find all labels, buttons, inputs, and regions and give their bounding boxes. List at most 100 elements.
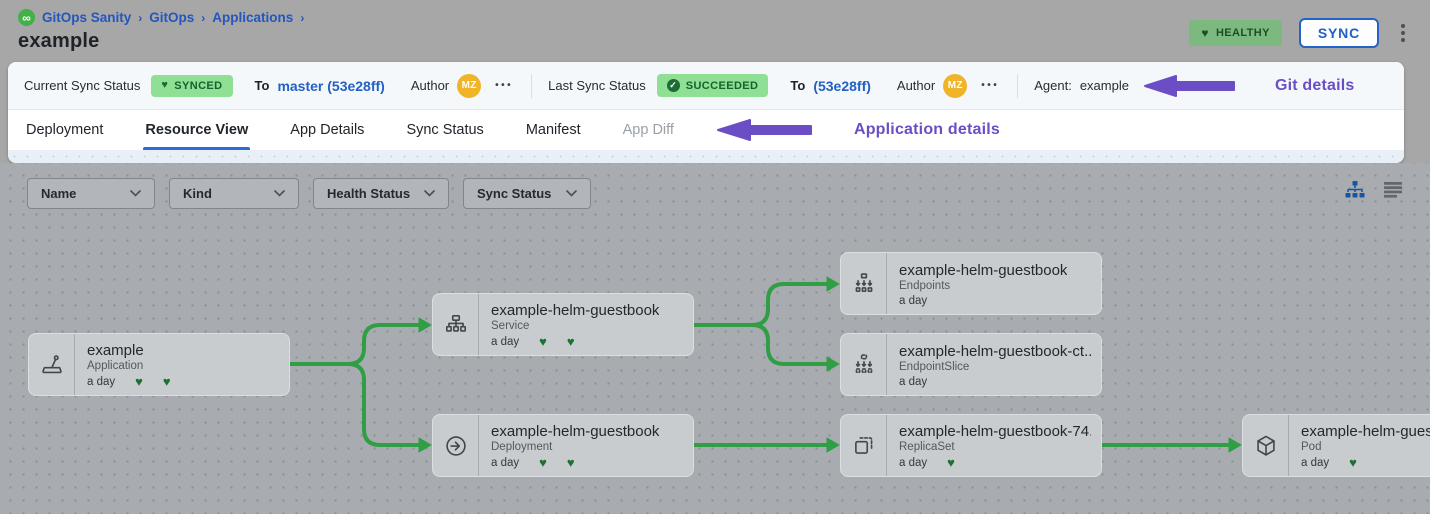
divider [531,73,533,98]
application-card: Current Sync Status ♥ SYNCED To master (… [8,62,1404,163]
node-kind: Service [491,320,530,332]
page-title: example [18,30,100,52]
git-details-text: Git details [1274,76,1355,94]
name-filter-dropdown[interactable]: Name [27,178,155,209]
synced-badge: ♥ SYNCED [151,74,233,97]
succeeded-badge: ✓ SUCCEEDED [656,74,769,97]
node-age: a day [491,456,520,469]
breadcrumb: ∞ GitOps Sanity › GitOps › Applications … [18,9,304,26]
resource-node-endpoints[interactable]: example-helm-guestbook Endpoints a day [840,252,1102,315]
node-kind: Endpoints [899,279,951,292]
tab-resource-view[interactable]: Resource View [143,110,251,150]
sync-button[interactable]: SYNC [1298,18,1379,48]
tree-view-icon[interactable] [1343,180,1367,199]
node-kind: Pod [1301,441,1322,453]
chevron-down-icon [566,190,577,197]
health-hearts: ♥♥ [539,334,575,349]
heart-icon: ♥ [1201,26,1209,40]
node-kind: Application [87,360,144,372]
health-hearts: ♥ [1349,455,1357,470]
more-options-icon[interactable]: ••• [495,80,514,91]
card-bottom-strip [8,150,1404,163]
filter-bar: Name Kind Health Status Sync Status [27,178,591,209]
sync-status-filter-dropdown[interactable]: Sync Status [463,178,591,209]
node-title: example-helm-guest [1301,423,1430,440]
heart-icon: ♥ [161,79,169,91]
pod-icon [1243,415,1289,476]
author-label: Author [896,78,936,93]
application-details-annotation: Application details [716,110,1000,150]
last-sync-status-label: Last Sync Status [548,78,646,93]
node-age: a day [899,294,928,307]
node-kind: Deployment [491,441,553,453]
git-details-annotation: Git details [1143,74,1355,98]
tab-app-details[interactable]: App Details [290,122,365,138]
to-label: To [254,78,270,93]
breadcrumb-applications[interactable]: Applications [212,10,294,25]
application-details-text: Application details [853,121,1000,138]
tab-deployment[interactable]: Deployment [26,122,104,138]
node-age: a day [491,335,520,348]
node-title: example-helm-guestbook [899,261,1068,279]
chevron-right-icon: › [300,10,305,25]
node-age: a day [1301,456,1330,469]
sync-status-bar: Current Sync Status ♥ SYNCED To master (… [8,62,1404,110]
top-bar: ∞ GitOps Sanity › GitOps › Applications … [0,0,1430,62]
deployment-icon [433,415,479,476]
divider [1017,73,1019,98]
node-kind: ReplicaSet [899,441,955,453]
agent-value: example [1079,78,1129,93]
author-avatar: MZ [943,73,968,98]
kebab-menu-icon[interactable] [1396,21,1410,45]
node-title: example [87,342,144,359]
node-age: a day [87,375,116,388]
endpoints-icon [841,253,887,314]
current-sync-status-label: Current Sync Status [24,78,141,93]
health-hearts: ♥♥ [135,374,171,389]
node-age: a day [899,456,928,469]
to-label: To [790,78,806,93]
breadcrumb-gitops-sanity[interactable]: GitOps Sanity [42,10,132,25]
resource-graph-canvas: Name Kind Health Status Sync Status [0,163,1430,514]
check-circle-icon: ✓ [666,79,680,92]
tab-sync-status[interactable]: Sync Status [406,122,484,138]
view-toggle [1343,180,1404,199]
node-age: a day [899,375,928,388]
list-view-icon[interactable] [1382,180,1404,199]
resource-node-pod[interactable]: example-helm-guest Pod a day ♥ [1242,414,1430,477]
resource-node-service[interactable]: example-helm-guestbook Service a day ♥♥ [432,293,694,356]
chevron-right-icon: › [138,10,143,25]
arrow-left-icon [1143,74,1235,97]
breadcrumb-gitops[interactable]: GitOps [149,10,195,25]
resource-node-application[interactable]: example Application a day ♥♥ [28,333,290,396]
chevron-right-icon: › [201,10,206,25]
service-icon [433,294,479,355]
arrow-left-icon [716,119,812,141]
health-status-filter-dropdown[interactable]: Health Status [313,178,449,209]
node-title: example-helm-guestbook [491,423,660,440]
author-label: Author [410,78,450,93]
chevron-down-icon [424,190,435,197]
last-commit-link[interactable]: (53e28ff) [813,77,871,94]
health-hearts: ♥♥ [539,455,575,470]
tab-app-diff[interactable]: App Diff [622,122,674,138]
more-options-icon[interactable]: ••• [981,80,1000,91]
tab-manifest[interactable]: Manifest [525,122,581,138]
node-title: example-helm-guestbook-74... [899,423,1091,440]
health-hearts: ♥ [947,455,955,470]
replicaset-icon [841,415,887,476]
kind-filter-dropdown[interactable]: Kind [169,178,299,209]
chevron-down-icon [274,190,285,197]
node-kind: EndpointSlice [899,360,970,373]
application-icon [29,334,75,395]
endpointslice-icon [841,334,887,395]
resource-node-endpointslice[interactable]: example-helm-guestbook-ct... EndpointSli… [840,333,1102,396]
tab-bar: Deployment Resource View App Details Syn… [8,110,1404,150]
gitops-logo-icon: ∞ [18,9,35,26]
resource-node-deployment[interactable]: example-helm-guestbook Deployment a day … [432,414,694,477]
agent-label: Agent: [1034,78,1072,93]
header-actions: ♥ HEALTHY SYNC [1189,18,1410,48]
current-commit-link[interactable]: master (53e28ff) [277,77,385,94]
chevron-down-icon [130,190,141,197]
resource-node-replicaset[interactable]: example-helm-guestbook-74... ReplicaSet … [840,414,1102,477]
